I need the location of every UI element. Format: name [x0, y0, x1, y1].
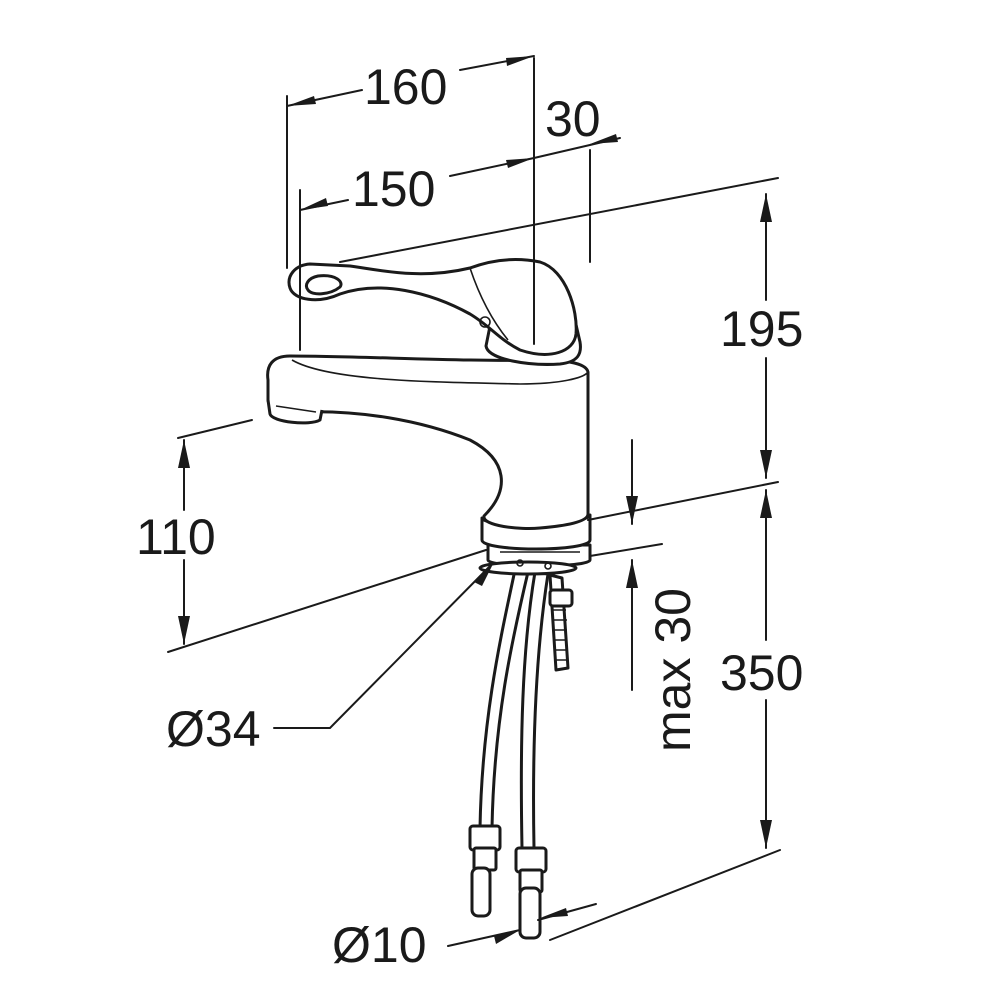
label-max30: max 30 — [645, 588, 701, 752]
label-195: 195 — [720, 301, 803, 357]
label-dia10: Ø10 — [332, 917, 427, 973]
label-dia34: Ø34 — [166, 701, 261, 757]
hose-connector-left — [468, 824, 502, 918]
faucet — [266, 258, 592, 940]
label-350: 350 — [720, 645, 803, 701]
hose-connector-right — [514, 846, 548, 940]
arrowheads — [178, 56, 772, 944]
label-150: 150 — [352, 161, 435, 217]
label-110: 110 — [136, 509, 216, 565]
spout-outlet — [266, 399, 324, 425]
mounting-base — [478, 543, 592, 576]
dimension-labels: 160 30 150 195 110 350 max 30 Ø34 Ø10 — [136, 59, 803, 973]
lever-handle — [287, 258, 578, 356]
label-30: 30 — [545, 91, 601, 147]
dimension-lines — [167, 55, 781, 947]
label-160: 160 — [364, 59, 447, 115]
supply-hoses — [478, 568, 574, 850]
